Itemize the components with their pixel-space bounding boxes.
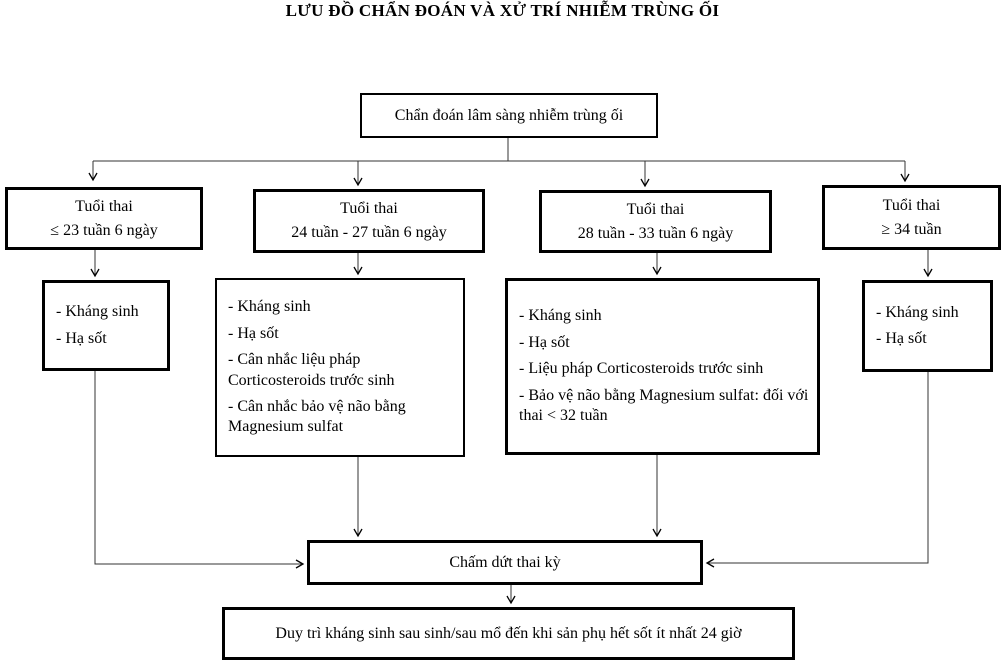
age-label: Tuổi thai xyxy=(340,200,398,217)
clinical-diagnosis-label: Chẩn đoán lâm sàng nhiễm trùng ối xyxy=(394,106,624,124)
age-label: Tuổi thai xyxy=(626,200,685,218)
treatment-item: - Hạ sốt xyxy=(519,333,570,351)
treatment-item: - Cân nhắc bảo vệ não bằng Magnesium sul… xyxy=(228,397,406,436)
age-label: Tuổi thai xyxy=(75,197,133,215)
terminate-pregnancy-label: Chấm dứt thai kỳ xyxy=(449,553,561,571)
treatment-item: - Kháng sinh xyxy=(56,303,139,321)
age-range: ≤ 23 tuần 6 ngày xyxy=(50,221,158,239)
treatment-item: - Hạ sốt xyxy=(876,330,927,347)
treatment-item: - Liệu pháp Corticosteroids trước sinh xyxy=(519,360,764,378)
terminate-pregnancy-box: Chấm dứt thai kỳ xyxy=(307,540,703,585)
gestational-age-box-1: Tuổi thai ≤ 23 tuần 6 ngày xyxy=(5,187,203,250)
treatment-item: - Cân nhắc liệu pháp Corticosteroids trư… xyxy=(228,351,395,389)
age-range: 28 tuần - 33 tuần 6 ngày xyxy=(577,224,734,242)
age-label: Tuổi thai xyxy=(882,196,941,214)
gestational-age-box-3: Tuổi thai 28 tuần - 33 tuần 6 ngày xyxy=(539,190,772,253)
gestational-age-box-4: Tuổi thai ≥ 34 tuần xyxy=(822,185,1001,250)
treatment-item: - Hạ sốt xyxy=(228,324,279,342)
treatment-box-1: - Kháng sinh - Hạ sốt xyxy=(42,280,170,371)
age-range: 24 tuần - 27 tuần 6 ngày xyxy=(291,224,447,241)
treatment-box-4: - Kháng sinh - Hạ sốt xyxy=(862,280,993,372)
clinical-diagnosis-box: Chẩn đoán lâm sàng nhiễm trùng ối xyxy=(360,93,658,138)
treatment-item: - Kháng sinh xyxy=(228,298,311,316)
age-range: ≥ 34 tuần xyxy=(881,220,942,238)
treatment-item: - Bảo vệ não bằng Magnesium sulfat: đối … xyxy=(519,386,809,425)
treatment-box-3: - Kháng sinh - Hạ sốt - Liệu pháp Cortic… xyxy=(505,278,820,455)
gestational-age-box-2: Tuổi thai 24 tuần - 27 tuần 6 ngày xyxy=(253,189,485,253)
treatment-item: - Kháng sinh xyxy=(519,307,602,325)
flowchart-title: LƯU ĐỒ CHẨN ĐOÁN VÀ XỬ TRÍ NHIỄM TRÙNG Ố… xyxy=(285,1,720,20)
postpartum-antibiotics-label: Duy trì kháng sinh sau sinh/sau mổ đến k… xyxy=(275,624,742,642)
treatment-item: - Kháng sinh xyxy=(876,303,959,321)
treatment-item: - Hạ sốt xyxy=(56,329,107,347)
postpartum-antibiotics-box: Duy trì kháng sinh sau sinh/sau mổ đến k… xyxy=(222,607,795,660)
treatment-box-2: - Kháng sinh - Hạ sốt - Cân nhắc liệu ph… xyxy=(215,278,465,457)
